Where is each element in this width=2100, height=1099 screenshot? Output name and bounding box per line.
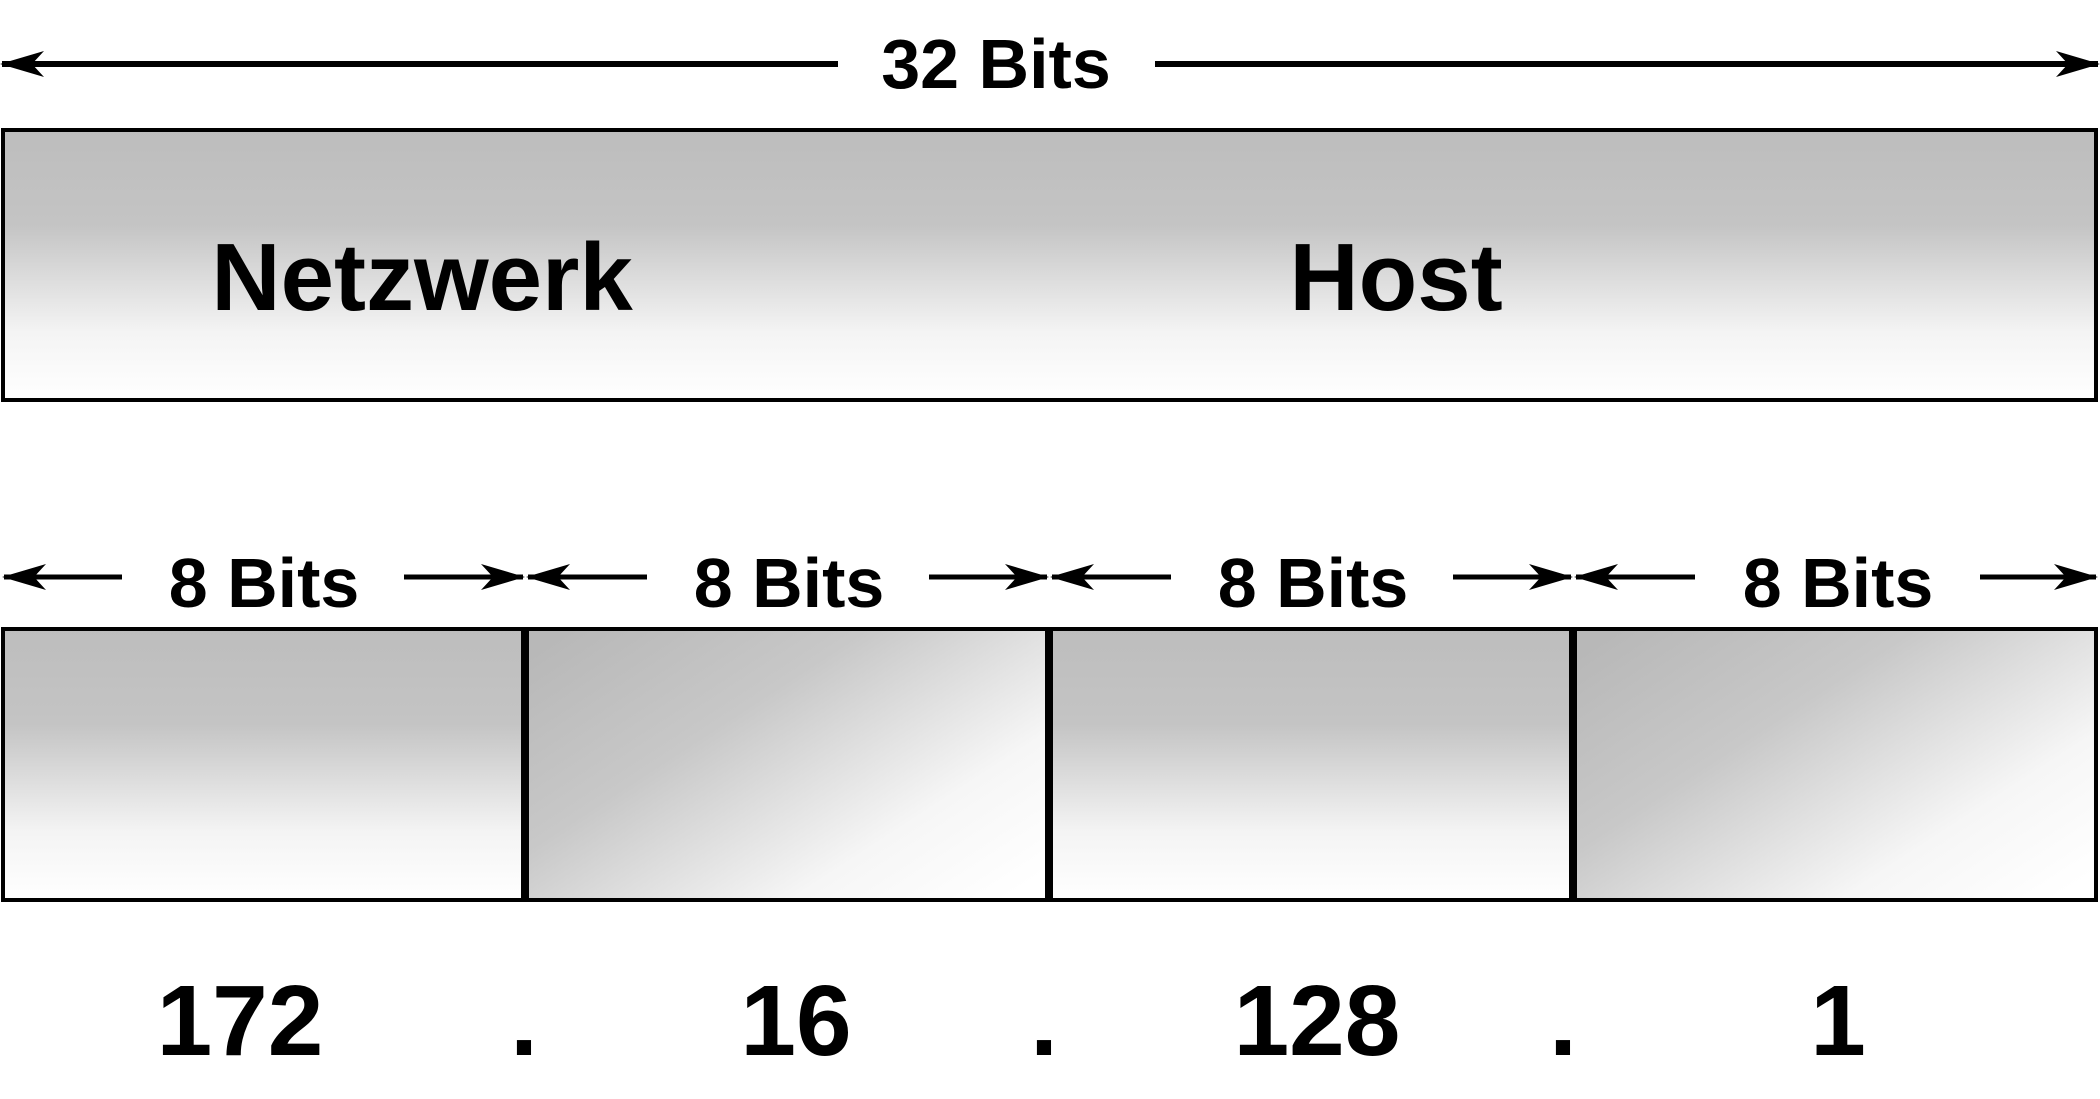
octet-1-dimension: 8 Bits	[2, 544, 525, 622]
network-label: Netzwerk	[211, 224, 633, 331]
octet-1-value: 172	[157, 965, 324, 1077]
octet-2-box	[525, 627, 1049, 902]
octet-1-bits-label: 8 Bits	[169, 544, 360, 622]
octet-dimensions: 8 Bits 8 Bits 8 Bits 8 Bits	[2, 544, 2098, 622]
octet-4-bits-label: 8 Bits	[1743, 544, 1934, 622]
separator-1: .	[510, 965, 538, 1077]
separator-3: .	[1549, 965, 1577, 1077]
network-host-box	[1, 128, 2098, 402]
octet-3-bits-label: 8 Bits	[1218, 544, 1409, 622]
octet-3-dimension: 8 Bits	[1050, 544, 1573, 622]
octet-4-value: 1	[1810, 965, 1866, 1077]
octet-4-dimension: 8 Bits	[1574, 544, 2098, 622]
network-host-bar: Netzwerk Host	[1, 128, 2098, 402]
octet-2-dimension: 8 Bits	[526, 544, 1049, 622]
octet-2-value: 16	[740, 965, 851, 1077]
total-bits-label: 32 Bits	[881, 25, 1111, 103]
total-bits-dimension: 32 Bits	[0, 25, 2100, 103]
octet-2-bits-label: 8 Bits	[694, 544, 885, 622]
octet-3-box	[1049, 627, 1573, 902]
octet-4-box	[1573, 627, 2098, 902]
dotted-decimal-address: 172 . 16 . 128 . 1	[157, 965, 1866, 1077]
octet-1-box	[1, 627, 525, 902]
separator-2: .	[1030, 965, 1058, 1077]
host-label: Host	[1289, 224, 1502, 331]
octet-boxes	[1, 627, 2098, 902]
octet-3-value: 128	[1234, 965, 1401, 1077]
